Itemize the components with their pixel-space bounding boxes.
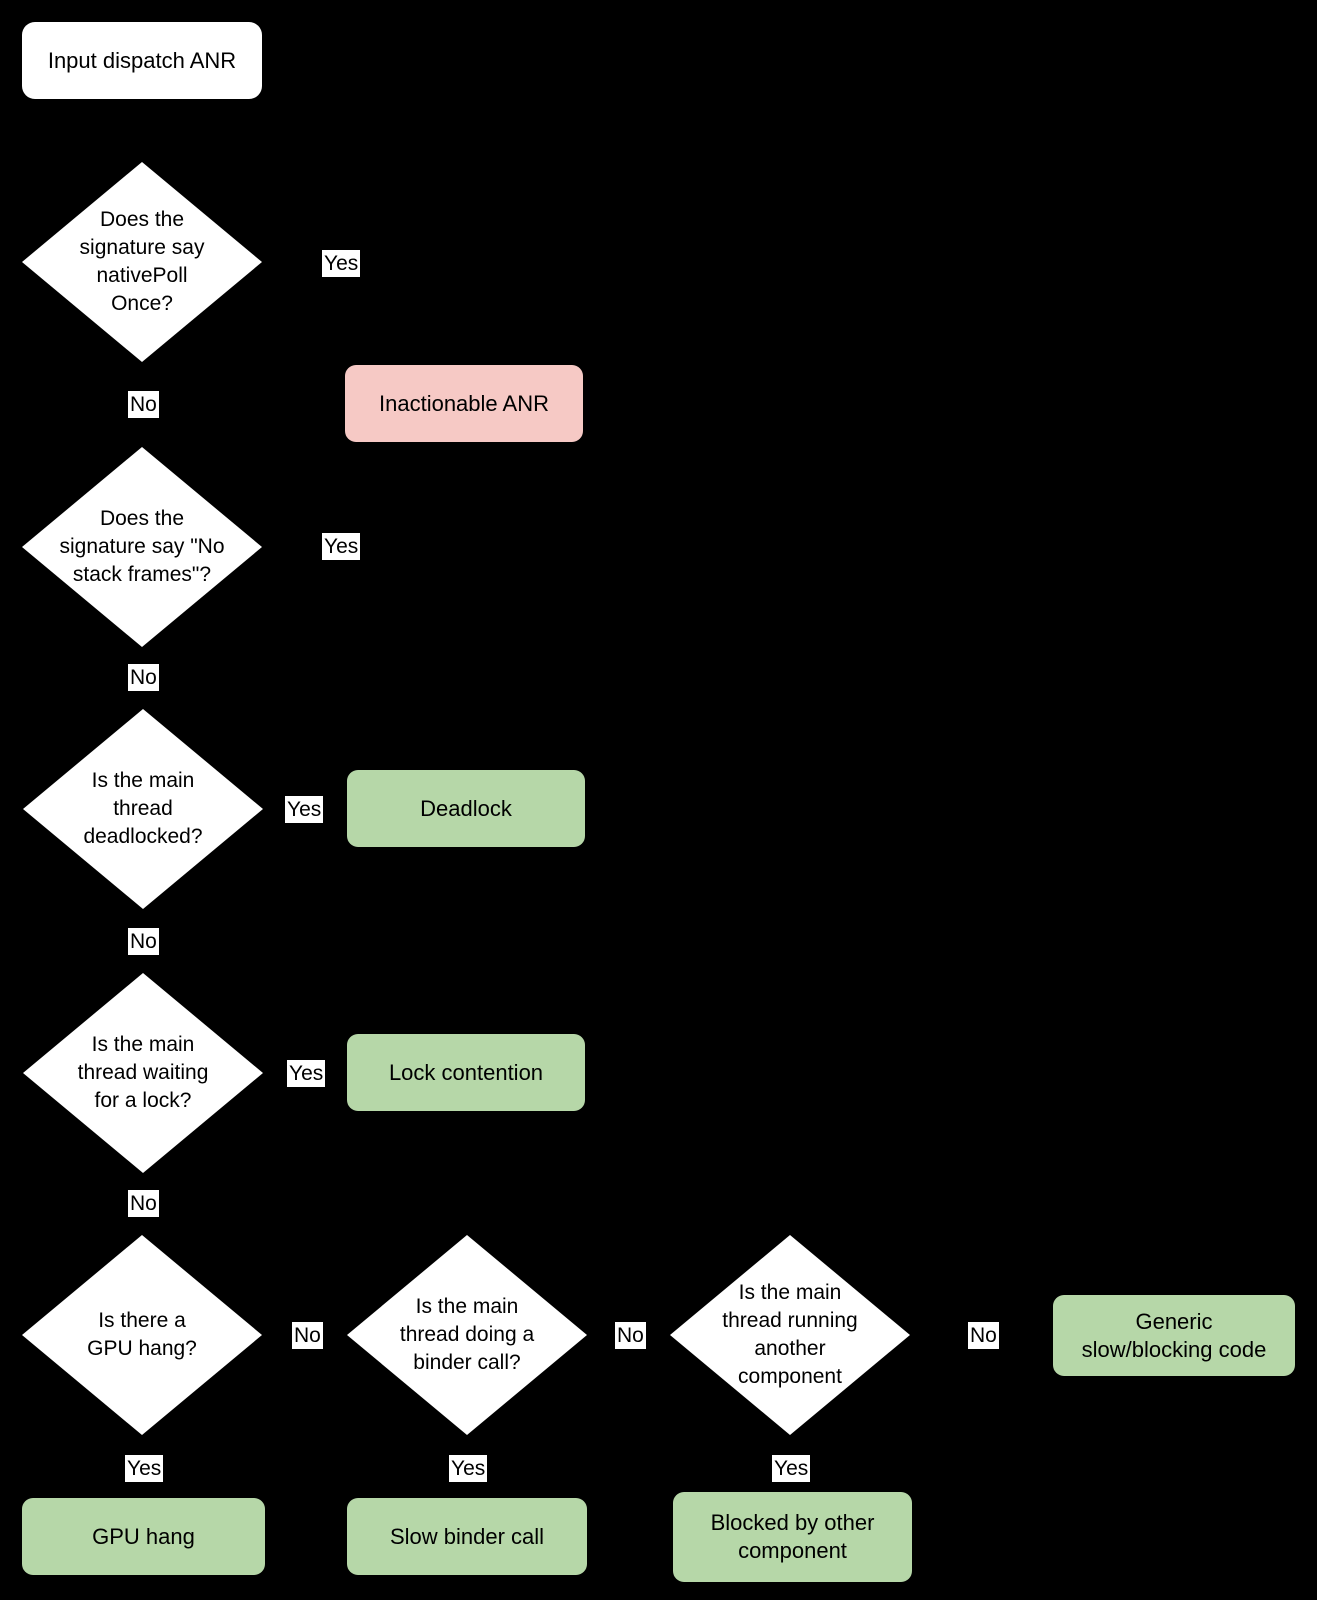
result-slow-binder-call: Slow binder call [347,1498,587,1575]
edge-label-yes-no-stack-frames: Yes [322,533,361,560]
edge-label-yes-waiting-for-lock: Yes [287,1060,326,1087]
edge-label-yes-another-component: Yes [772,1455,811,1482]
result-generic-slow-blocking-code: Generic slow/blocking code [1053,1295,1295,1376]
edge-label-no-gpu-hang: No [292,1322,323,1349]
decision-no-stack-frames-diamond: Does the signature say "No stack frames"… [22,447,262,647]
decision-waiting-for-lock-diamond: Is the main thread waiting for a lock? [23,973,263,1173]
decision-binder-call-diamond: Is the main thread doing a binder call? [347,1235,587,1435]
edge-label-yes-gpu-hang: Yes [125,1455,164,1482]
result-deadlock: Deadlock [347,770,585,847]
decision-running-another-component-diamond: Is the main thread running another compo… [670,1235,910,1435]
edge-label-no-binder-call: No [615,1322,646,1349]
start-node-input-dispatch-anr: Input dispatch ANR [22,22,262,99]
result-gpu-hang: GPU hang [22,1498,265,1575]
edge-label-no-nativepollonce: No [128,391,159,418]
edge-label-yes-deadlocked: Yes [285,796,324,823]
decision-deadlocked-diamond: Is the main thread deadlocked? [23,709,263,909]
result-lock-contention: Lock contention [347,1034,585,1111]
decision-gpu-hang-diamond: Is there a GPU hang? [22,1235,262,1435]
edge-label-yes-nativepollonce: Yes [322,250,361,277]
result-inactionable-anr: Inactionable ANR [345,365,583,442]
edge-label-yes-binder-call: Yes [449,1455,488,1482]
edge-label-no-no-stack-frames: No [128,664,159,691]
edge-label-no-waiting-for-lock: No [128,1190,159,1217]
decision-nativepollonce-diamond: Does the signature say nativePoll Once? [22,162,262,362]
edge-label-no-another-component: No [968,1322,999,1349]
edge-label-no-deadlocked: No [128,928,159,955]
result-blocked-by-other-component: Blocked by other component [673,1492,912,1582]
